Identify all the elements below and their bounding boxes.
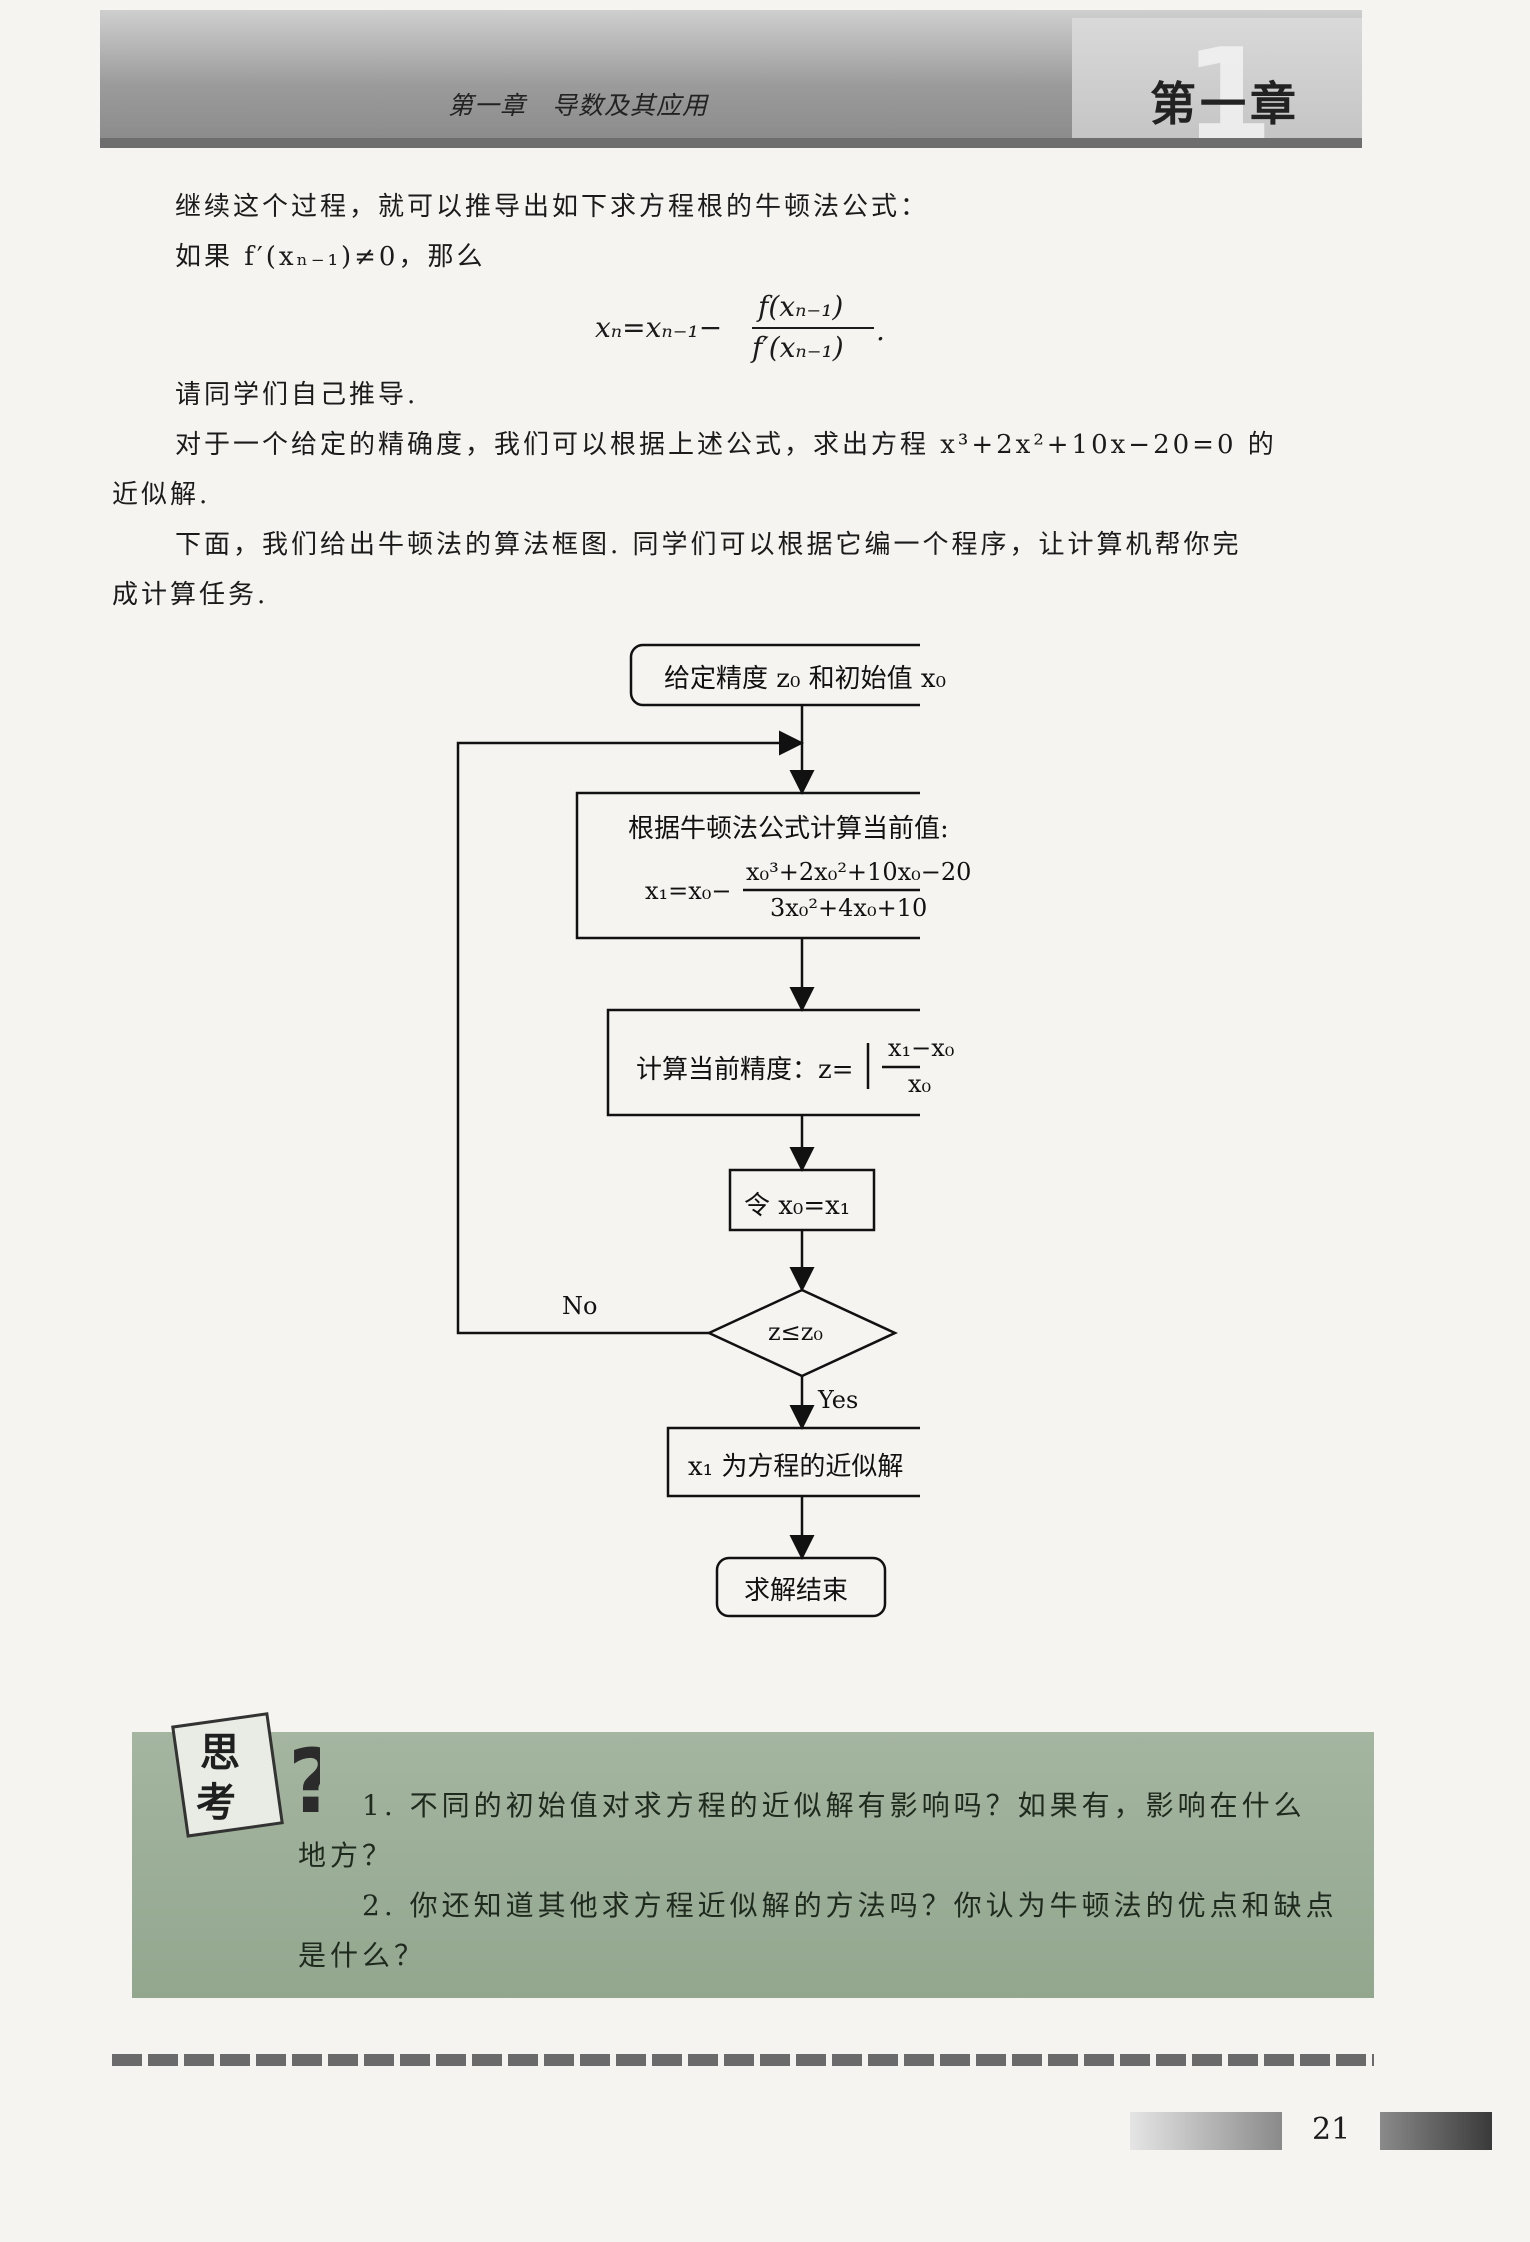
formula-numerator: f(xₙ₋₁) bbox=[758, 290, 844, 323]
question-mark-icon: ? bbox=[288, 1730, 320, 1833]
paragraph-line: 成计算任务. bbox=[112, 580, 269, 610]
calc-value-lhs: x₁=x₀− bbox=[645, 877, 732, 905]
page-number: 21 bbox=[1312, 2112, 1351, 2147]
think-icon: ? 思 考 bbox=[170, 1700, 339, 1850]
think-section bbox=[132, 1732, 1374, 1998]
calc-precision-denominator: x₀ bbox=[908, 1070, 932, 1098]
formula-lhs: xₙ=xₙ₋₁− bbox=[595, 311, 723, 344]
paragraph-line: 继续这个过程，就可以推导出如下求方程根的牛顿法公式： bbox=[175, 192, 930, 222]
formula-denominator: f′(xₙ₋₁) bbox=[752, 331, 844, 364]
assign-label: 令 x₀=x₁ bbox=[744, 1191, 851, 1221]
think-question-2-cont: 是什么？ bbox=[298, 1939, 427, 1972]
calc-value-title: 根据牛顿法公式计算当前值: bbox=[628, 814, 949, 844]
paragraph-line: 请同学们自己推导. bbox=[175, 380, 419, 410]
think-question-1-cont: 地方？ bbox=[298, 1839, 395, 1872]
paragraph-line: 如果 f′(xₙ₋₁)≠0，那么 bbox=[175, 242, 486, 272]
yes-label: Yes bbox=[818, 1386, 859, 1414]
formula-period: . bbox=[876, 314, 885, 347]
start-label: 给定精度 z₀ 和初始值 x₀ bbox=[664, 664, 947, 694]
result-label: x₁ 为方程的近似解 bbox=[688, 1452, 904, 1482]
think-question-1: 1. 不同的初始值对求方程的近似解有影响吗？如果有，影响在什么 bbox=[362, 1789, 1306, 1822]
page-number-bar-right bbox=[1380, 2112, 1492, 2150]
decision-label: z≤z₀ bbox=[768, 1318, 824, 1346]
footer-dashed-rule bbox=[112, 2054, 1374, 2066]
think-icon-char-top: 思 bbox=[200, 1729, 240, 1776]
paragraph-line: 对于一个给定的精确度，我们可以根据上述公式，求出方程 x³+2x²+10x−20… bbox=[175, 430, 1277, 460]
think-icon-char-bottom: 考 bbox=[196, 1779, 236, 1826]
newton-flowchart: 给定精度 z₀ 和初始值 x₀ 根据牛顿法公式计算当前值: x₁=x₀− x₀³… bbox=[440, 640, 971, 1630]
calc-precision-label: 计算当前精度：z= bbox=[636, 1055, 854, 1085]
end-label: 求解结束 bbox=[744, 1576, 849, 1606]
page-number-bar-left bbox=[1130, 2112, 1282, 2150]
flowchart-shapes bbox=[456, 643, 920, 1618]
paragraph-line: 下面，我们给出牛顿法的算法框图. 同学们可以根据它编一个程序，让计算机帮你完 bbox=[175, 530, 1242, 560]
calc-precision-numerator: x₁−x₀ bbox=[888, 1034, 955, 1062]
no-label: No bbox=[562, 1292, 598, 1320]
calc-value-numerator: x₀³+2x₀²+10x₀−20 bbox=[746, 858, 972, 886]
header-badge-area bbox=[1072, 18, 1362, 138]
calc-value-denominator: 3x₀²+4x₀+10 bbox=[770, 894, 928, 922]
paragraph-line: 近似解. bbox=[112, 480, 211, 510]
chapter-badge: 第一章 bbox=[1150, 77, 1300, 131]
think-question-2: 2. 你还知道其他求方程近似解的方法吗？你认为牛顿法的优点和缺点 bbox=[362, 1889, 1338, 1922]
formula-fraction-bar bbox=[752, 327, 874, 329]
header-rule bbox=[100, 138, 1362, 148]
running-head: 第一章 导数及其应用 bbox=[448, 91, 709, 120]
think-icon-graphic: ? 思 考 bbox=[171, 1712, 339, 1838]
